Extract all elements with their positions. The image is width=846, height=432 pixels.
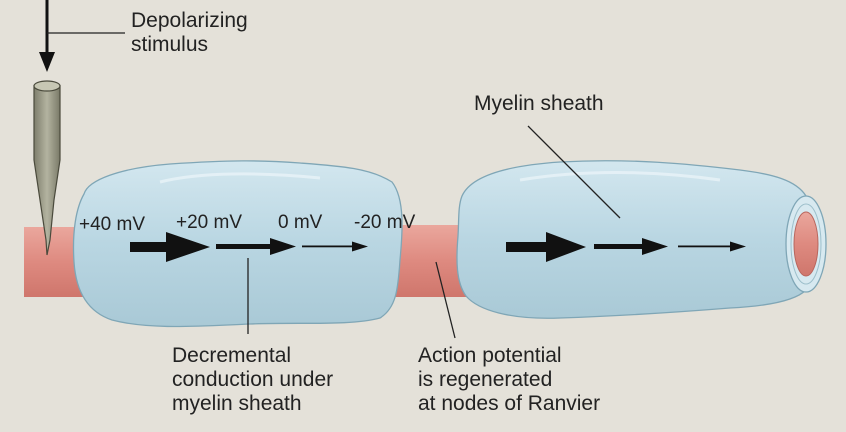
leader-lines (247, 125, 621, 339)
potential-label-3: 0 mV (278, 212, 323, 233)
potential-label-4: -20 mV (354, 212, 416, 233)
electrode (33, 80, 61, 256)
arrow-strong-2 (506, 232, 586, 262)
decremental-conduction-label: Decremental conduction under myelin shea… (172, 344, 333, 416)
arrow-medium-1 (216, 238, 296, 255)
conduction-arrows (130, 232, 746, 262)
action-line-1: Action potential (418, 344, 562, 367)
action-leader-line (435, 261, 456, 339)
stimulus-label-line-2: stimulus (131, 33, 209, 56)
stimulus-arrow (39, 0, 125, 72)
potential-label-2: +20 mV (176, 212, 243, 233)
arrow-medium-2 (594, 238, 668, 255)
decremental-line-2: conduction under (172, 368, 334, 391)
arrow-thin-1 (302, 241, 368, 252)
myelin-leader-line (527, 125, 621, 219)
myelin-segment-1 (72, 160, 403, 328)
arrow-thin-2 (678, 241, 746, 252)
myelin-sheath-label: Myelin sheath (474, 92, 604, 115)
decremental-line-1: Decremental (172, 344, 292, 367)
axon-cross-section (793, 211, 819, 277)
action-potential-label: Action potential is regenerated at nodes… (418, 344, 600, 416)
action-line-2: is regenerated (418, 368, 553, 391)
myelin-segment-2 (456, 160, 827, 319)
potential-label-1: +40 mV (79, 214, 146, 235)
stimulus-label-line-1: Depolarizing (131, 9, 248, 32)
arrow-strong-1 (130, 232, 210, 262)
action-line-3: at nodes of Ranvier (418, 392, 601, 415)
decremental-line-3: myelin sheath (172, 392, 302, 415)
stimulus-label: Depolarizing stimulus (131, 9, 248, 57)
